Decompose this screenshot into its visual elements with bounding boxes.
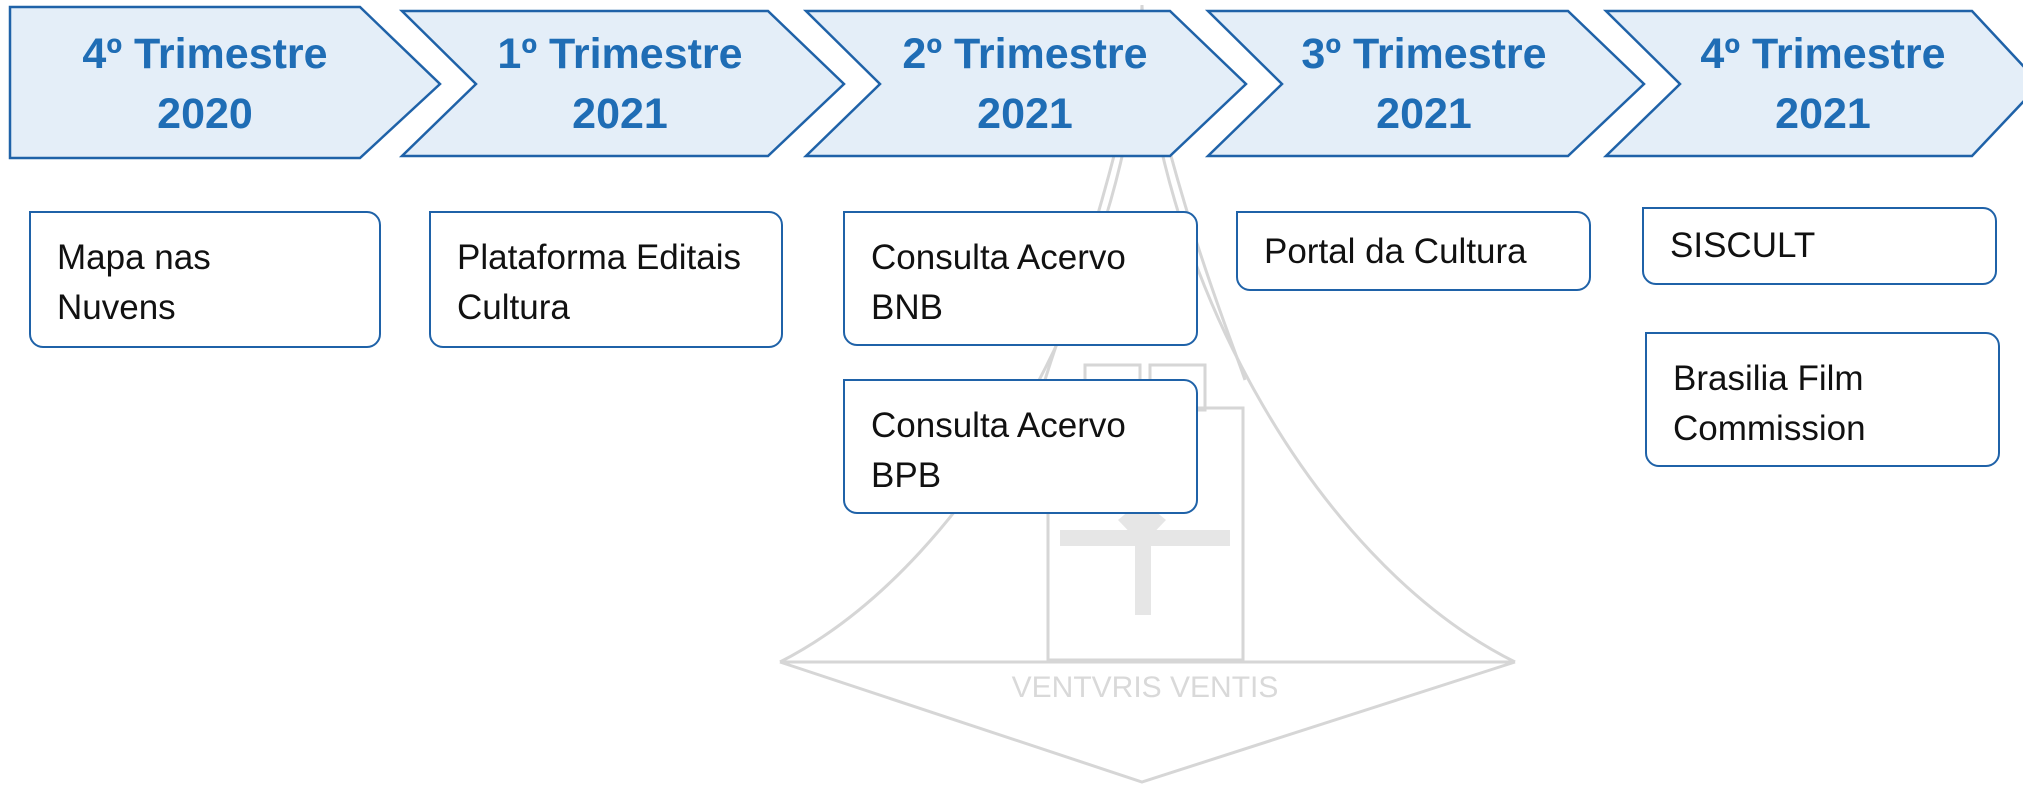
watermark-motto: VENTVRIS VENTIS (1012, 671, 1279, 704)
stage-quarter: 3º Trimestre (1301, 30, 1547, 78)
stage-year: 2021 (572, 90, 668, 138)
item-siscult: SISCULT (1642, 207, 1997, 285)
item-portal-da-cultura: Portal da Cultura (1236, 211, 1591, 291)
stage-year: 2021 (1376, 90, 1472, 138)
stage-label: 1º Trimestre 2021 (455, 24, 785, 144)
stage-label: 4º Trimestre 2021 (1658, 24, 1988, 144)
stage-quarter: 2º Trimestre (902, 30, 1148, 78)
chevron-stage-4 (1204, 9, 1646, 158)
chevron-stage-2 (398, 9, 846, 158)
stage-year: 2021 (977, 90, 1073, 138)
stage-quarter: 1º Trimestre (497, 30, 743, 78)
stage-year: 2020 (157, 90, 253, 138)
item-mapa-nas-nuvens: Mapa nas Nuvens (29, 211, 381, 348)
item-consulta-acervo-bpb: Consulta Acervo BPB (843, 379, 1198, 514)
timeline-chevrons (8, 5, 2023, 160)
stage-label: 2º Trimestre 2021 (860, 24, 1190, 144)
emblem-cross-stem (1135, 545, 1151, 615)
emblem-base (779, 660, 1516, 784)
stage-year: 2021 (1775, 90, 1871, 138)
emblem-cross-bar (1060, 530, 1230, 546)
stage-quarter: 4º Trimestre (1700, 30, 1946, 78)
item-brasilia-film-commission: Brasilia Film Commission (1645, 332, 2000, 467)
chevron-stage-3 (802, 9, 1248, 158)
chevron-stage-5 (1602, 9, 2023, 158)
stage-quarter: 4º Trimestre (82, 30, 328, 78)
chevron-stage-1 (8, 5, 442, 160)
item-plataforma-editais-cultura: Plataforma Editais Cultura (429, 211, 783, 348)
stage-label: 4º Trimestre 2020 (40, 24, 370, 144)
stage-label: 3º Trimestre 2021 (1259, 24, 1589, 144)
item-consulta-acervo-bnb: Consulta Acervo BNB (843, 211, 1198, 346)
